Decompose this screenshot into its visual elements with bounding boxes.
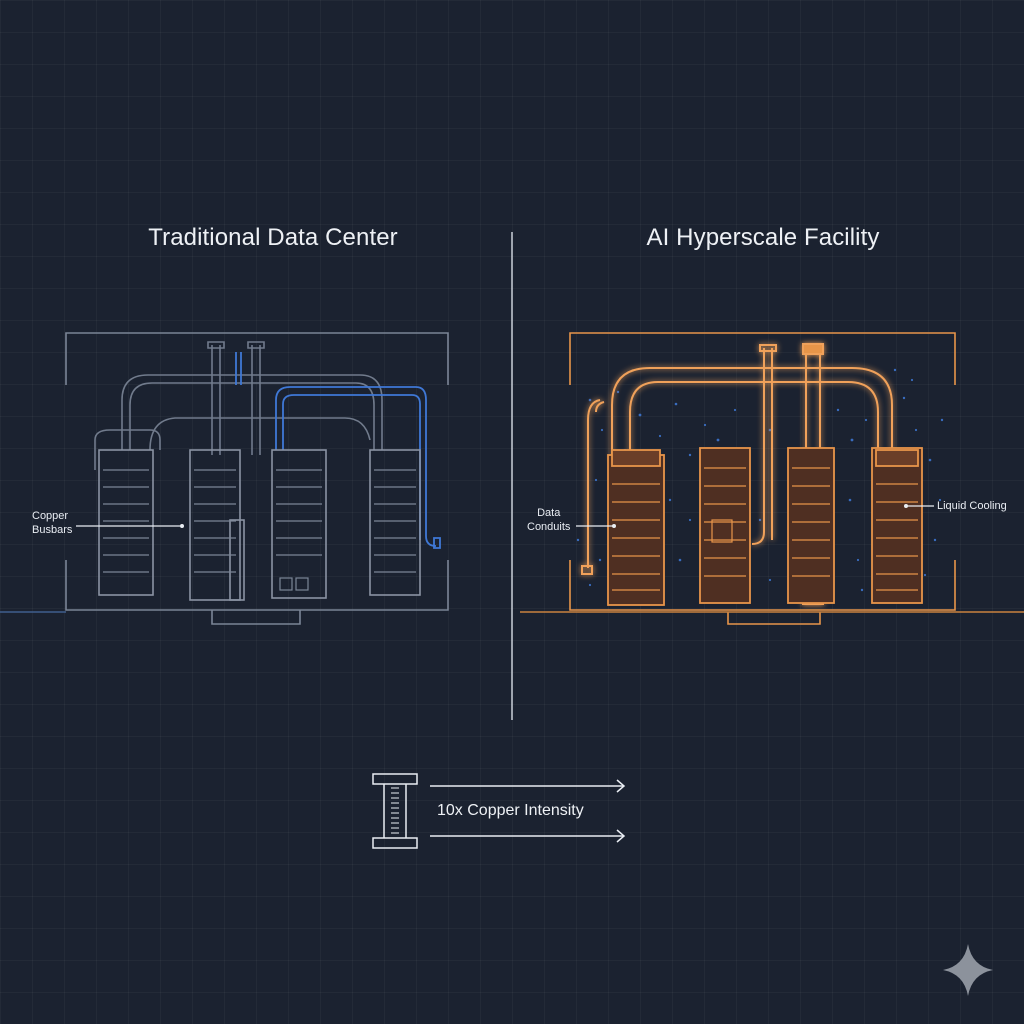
- data-conduits-label-line2: Conduits: [527, 521, 571, 533]
- legend-arrow-bottom: [430, 829, 626, 843]
- copper-busbars-label-line1: Copper: [32, 510, 69, 522]
- right-rack-shelves: [612, 467, 918, 591]
- data-conduits-label-line1: Data: [537, 507, 561, 519]
- busbar-icon: [372, 773, 418, 849]
- right-racks: [607, 447, 923, 606]
- liquid-cooling-callout: Liquid Cooling: [937, 500, 1007, 512]
- legend: [372, 773, 626, 849]
- sparkle-icon: [943, 944, 993, 996]
- ai-hyperscale-facility-diagram: [520, 332, 1024, 625]
- legend-label: 10x Copper Intensity: [437, 802, 584, 819]
- legend-arrow-top: [430, 779, 626, 793]
- right-building-outline: [569, 332, 956, 385]
- left-panel-title: Traditional Data Center: [148, 224, 398, 251]
- data-conduits-callout: Data Conduits: [527, 506, 570, 534]
- copper-busbars-callout: Copper Busbars: [32, 509, 72, 537]
- traditional-data-center-diagram: [0, 332, 449, 625]
- left-blue-conduits: [235, 352, 441, 549]
- left-racks: [98, 449, 421, 601]
- left-conduits: [94, 341, 383, 470]
- right-panel-title: AI Hyperscale Facility: [646, 224, 880, 251]
- left-rack-shelves: [103, 469, 416, 591]
- copper-busbars-label-line2: Busbars: [32, 524, 73, 536]
- left-building-outline: [65, 332, 449, 385]
